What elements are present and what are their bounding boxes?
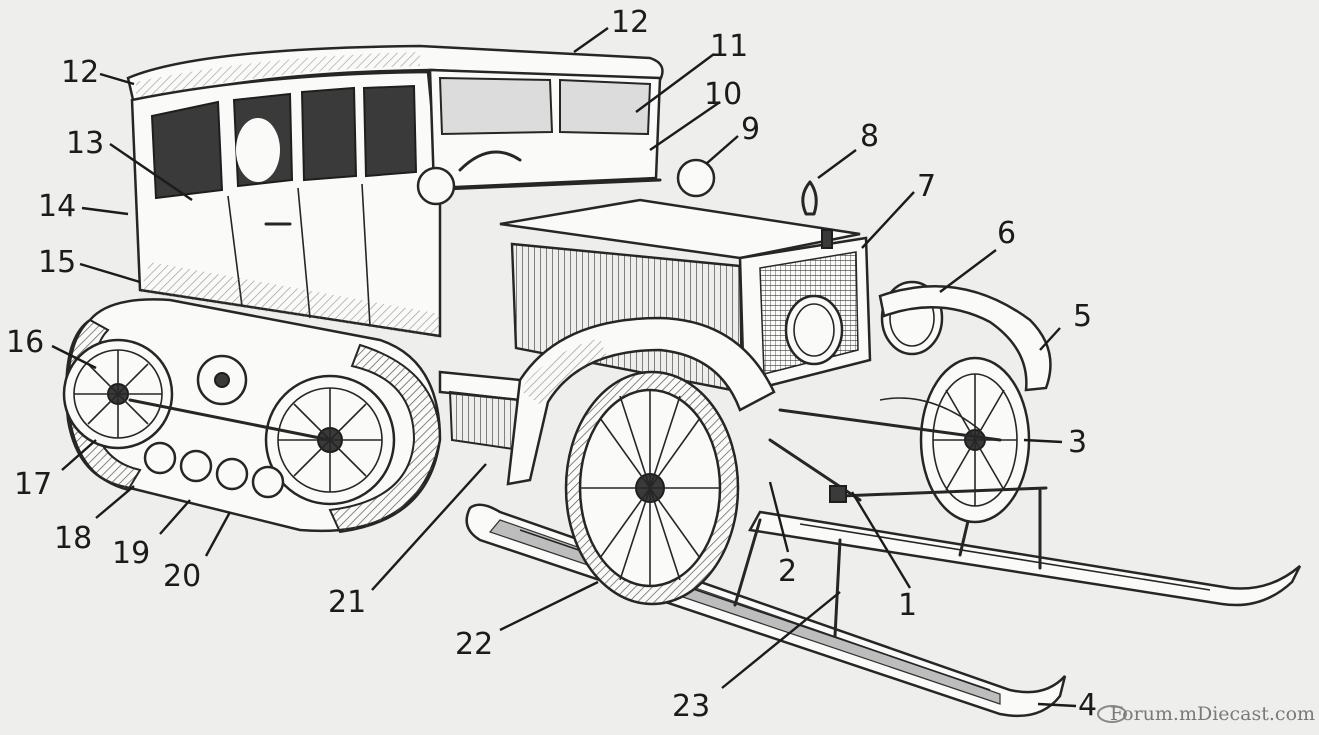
- callout-12-rear: 12: [61, 55, 99, 90]
- callout-3: 3: [1068, 425, 1087, 460]
- callout-15: 15: [38, 245, 76, 280]
- callout-labels: 1 2 3 4 5 6 7 8 9 10 11 12 12 13 14 15 1…: [6, 5, 1097, 724]
- callout-8: 8: [860, 119, 879, 154]
- right-ski: [748, 468, 1302, 607]
- front-axle: [768, 397, 1048, 503]
- callout-1: 1: [898, 588, 917, 623]
- callout-23: 23: [672, 689, 710, 724]
- callout-14: 14: [38, 189, 76, 224]
- callout-16: 16: [6, 325, 44, 360]
- callout-5: 5: [1073, 299, 1092, 334]
- car-logo-icon: [1097, 705, 1127, 723]
- left-front-wheel: [506, 316, 776, 606]
- callout-13: 13: [66, 126, 104, 161]
- callout-11: 11: [710, 29, 748, 64]
- callout-9: 9: [741, 112, 760, 147]
- vehicle-illustration: [62, 44, 1302, 718]
- callout-6: 6: [997, 216, 1016, 251]
- callout-4: 4: [1078, 688, 1097, 723]
- callout-2: 2: [778, 554, 797, 589]
- forum-watermark: Forum.mDiecast.com: [1097, 703, 1315, 725]
- leader-lines: [51, 27, 1077, 708]
- callout-7: 7: [917, 169, 936, 204]
- callout-20: 20: [163, 559, 201, 594]
- callout-19: 19: [112, 536, 150, 571]
- vehicle-body: [126, 44, 716, 338]
- callout-21: 21: [328, 585, 366, 620]
- callout-17: 17: [14, 467, 52, 502]
- callout-18: 18: [54, 521, 92, 556]
- callout-22: 22: [455, 627, 493, 662]
- watermark-text: Forum.mDiecast.com: [1110, 703, 1315, 725]
- callout-10: 10: [704, 77, 742, 112]
- callout-12-roof: 12: [611, 5, 649, 40]
